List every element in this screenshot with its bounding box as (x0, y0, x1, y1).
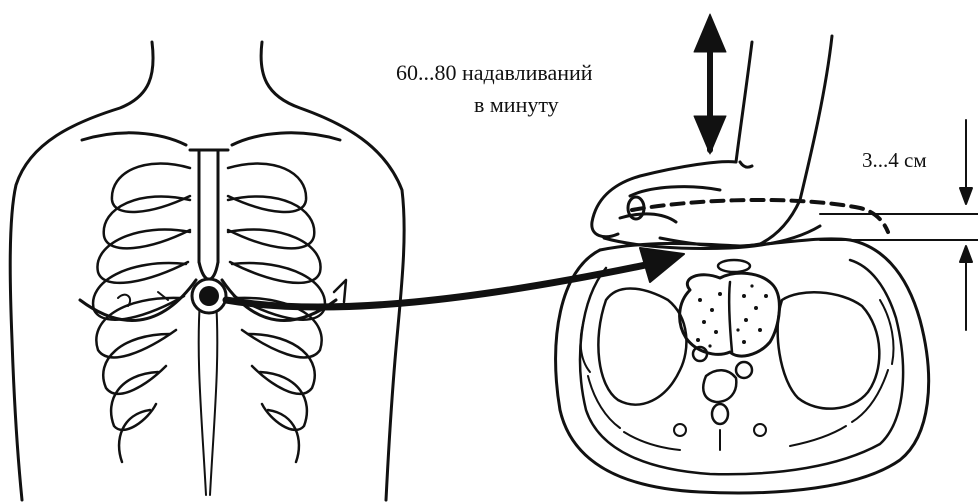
depth-label: 3...4 см (862, 150, 927, 171)
torso-ribcage (10, 42, 404, 500)
chest-cross-section (556, 200, 929, 493)
vertical-double-arrow-icon (694, 14, 726, 154)
rate-label-line1: 60...80 надавливаний (396, 62, 593, 84)
compression-point-icon (192, 279, 226, 313)
pointer-arrow (226, 248, 684, 307)
rate-label-line2: в минуту (474, 94, 559, 116)
